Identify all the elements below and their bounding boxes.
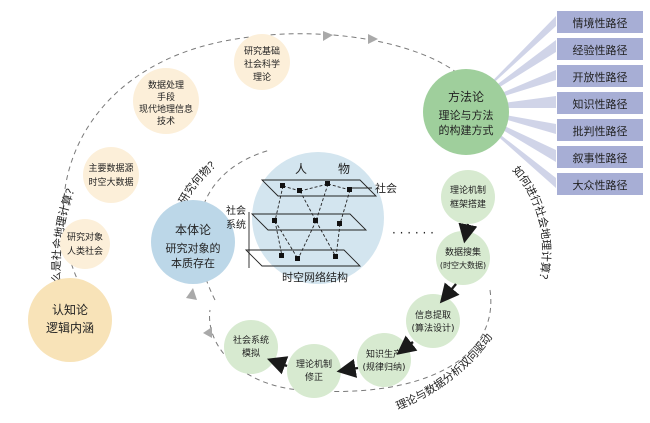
path-label-public: 大众性路径 (573, 178, 628, 192)
step-simulation-line2: 模拟 (242, 347, 260, 359)
topic-foundation-line2: 社会科学 (244, 58, 280, 70)
topic-circle-data-source (83, 147, 139, 203)
ontology-node: 本体论 研究对象的 本质存在 (151, 200, 235, 284)
methodology-line2: 的构建方式 (439, 123, 494, 137)
path-box-open: 开放性路径 (557, 65, 643, 87)
step-information-extraction-line2: (算法设计) (411, 322, 454, 334)
topic-processing-line3: 现代地理信息 (139, 103, 193, 115)
epistemology-title: 认知论 (52, 303, 88, 317)
path-label-knowledge: 知识性路径 (573, 97, 628, 111)
epistemology-subtitle: 逻辑内涵 (46, 321, 94, 335)
topic-data-source-line1: 主要数据源 (88, 162, 133, 174)
arrowhead-left (186, 288, 197, 300)
methodology-circle (423, 69, 509, 155)
topic-data-source-line2: 时空大数据 (88, 176, 133, 188)
topic-processing-line4: 技术 (157, 115, 175, 127)
step-framework-line1: 理论机制 (450, 184, 486, 196)
path-box-public: 大众性路径 (557, 173, 643, 195)
step-information-extraction: 信息提取 (算法设计) (406, 294, 460, 348)
step-knowledge-production-line2: (规律归纳) (362, 361, 405, 373)
path-box-critical: 批判性路径 (557, 119, 643, 141)
network-links (274, 183, 351, 260)
ontology-line1: 研究对象的 (166, 241, 221, 255)
network-system-label-2: 系统 (226, 218, 246, 231)
epistemology-node: 认知论 逻辑内涵 (28, 278, 112, 362)
arrowhead-bottom-left (203, 327, 212, 338)
topic-processing-line1: 数据处理 (148, 79, 184, 91)
arrowhead-top-left (323, 31, 333, 41)
step-data-collection-line1: 数据搜集 (445, 246, 481, 258)
ontology-title: 本体论 (175, 223, 211, 237)
network-nodes (272, 181, 352, 261)
path-label-open: 开放性路径 (573, 70, 628, 84)
step-theory-revision: 理论机制 修正 (287, 344, 341, 398)
epistemology-circle (28, 278, 112, 362)
topic-circle-processing (133, 68, 199, 134)
path-box-knowledge: 知识性路径 (557, 92, 643, 114)
step-data-collection: 数据搜集 (时空大数据) (436, 231, 490, 285)
topic-foundation-line1: 研究基础 (244, 45, 280, 57)
flow-arrow-5 (266, 356, 289, 375)
step-knowledge-production: 知识生产 (规律归纳) (357, 333, 411, 387)
path-box-situational: 情境性路径 (557, 11, 643, 33)
flow-arrow-2 (439, 282, 460, 304)
network-plane-top (260, 179, 378, 197)
network-caption: 时空网络结构 (282, 270, 348, 284)
path-label-situational: 情境性路径 (573, 16, 628, 30)
topic-foundation-line3: 理论 (253, 71, 271, 83)
ontology-line2: 本质存在 (171, 256, 215, 270)
topic-circles: 研究对象 人类社会 主要数据源 时空大数据 数据处理 手段 现代地理信息 技术 … (60, 34, 290, 269)
step-knowledge-production-line1: 知识生产 (366, 348, 402, 360)
path-list: 情境性路径 经验性路径 开放性路径 知识性路径 批判性路径 叙事性路径 大众性路… (557, 11, 643, 195)
path-label-empirical: 经验性路径 (573, 43, 628, 57)
ontology-circle (151, 200, 235, 284)
flow-arrow-3 (396, 335, 418, 355)
path-label-critical: 批判性路径 (573, 124, 628, 138)
step-theory-revision-line1: 理论机制 (296, 358, 332, 370)
topic-circle-foundation (234, 34, 290, 90)
step-framework-line2: 框架搭建 (450, 198, 486, 210)
network-people-label: 人 (295, 162, 307, 176)
methodology-title: 方法论 (448, 89, 484, 104)
topic-processing-line2: 手段 (157, 91, 175, 103)
step-simulation-line1: 社会系统 (233, 334, 269, 346)
flow-arrow-4 (336, 358, 359, 378)
arc-label-how: 如何进行社会地理计算？ (510, 163, 553, 286)
network-plane-bottom (244, 249, 362, 267)
arrowhead-top-right (368, 34, 378, 44)
step-framework: 理论机制 框架搭建 (441, 170, 495, 224)
path-box-empirical: 经验性路径 (557, 38, 643, 60)
step-data-collection-line2: (时空大数据) (440, 260, 486, 270)
step-information-extraction-line1: 信息提取 (415, 309, 451, 321)
step-simulation: 社会系统 模拟 (224, 320, 278, 374)
methodology-line1: 理论与方法 (439, 108, 494, 122)
spatiotemporal-network (244, 179, 378, 268)
flow-arrow-1 (458, 222, 478, 244)
topic-object-line2: 人类社会 (67, 245, 103, 257)
topic-object-line1: 研究对象 (67, 231, 103, 243)
network-ellipsis: · · · · · · (392, 226, 434, 240)
network-system-label-1: 社会 (226, 204, 246, 217)
topic-circle-object (60, 219, 110, 269)
network-plane-middle (250, 213, 368, 231)
network-object-label: 物 (338, 162, 350, 176)
path-box-narrative: 叙事性路径 (557, 146, 643, 168)
arc-label-research: 研究何物？ (176, 156, 222, 207)
flow-arrows (266, 222, 478, 378)
methodology-node: 方法论 理论与方法 的构建方式 (423, 69, 509, 155)
step-theory-revision-line2: 修正 (305, 371, 323, 383)
path-label-narrative: 叙事性路径 (573, 151, 628, 165)
network-society-label: 社会 (375, 181, 397, 195)
